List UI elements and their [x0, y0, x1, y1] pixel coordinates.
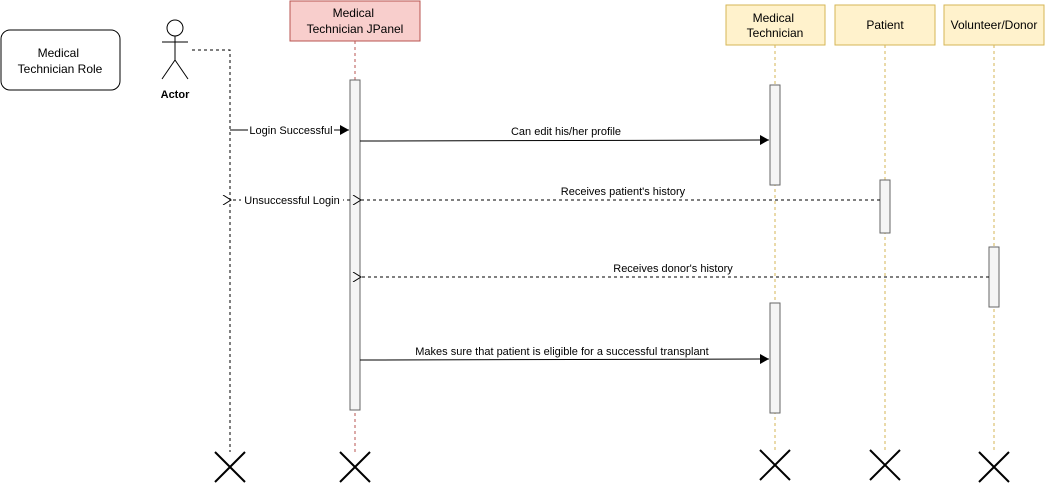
message-donor-history[interactable]: Receives donor's history	[361, 263, 989, 277]
message-patient-history[interactable]: Receives patient's history	[361, 186, 880, 200]
message-patient-history-label: Receives patient's history	[561, 186, 686, 198]
tech-activation-bar-1	[769, 84, 781, 186]
participant-donor[interactable]: Volunteer/Donor	[943, 4, 1045, 46]
role-note-label: Medical Technician Role	[18, 46, 103, 76]
message-login-successful-label: Login Successful	[249, 125, 332, 137]
jpanel-activation-bar	[349, 79, 361, 411]
participant-patient-label: Patient	[866, 18, 904, 32]
role-note-box	[0, 29, 121, 91]
actor-label: Actor	[161, 89, 190, 101]
message-login-successful[interactable]: Login Successful	[230, 123, 349, 137]
message-edit-profile-label: Can edit his/her profile	[511, 126, 621, 138]
participant-tech-label: Medical Technician	[747, 11, 804, 40]
message-unsuccessful-login-label: Unsuccessful Login	[244, 195, 339, 207]
message-edit-profile[interactable]: Can edit his/her profile	[359, 126, 770, 146]
actor-lifeline	[192, 49, 231, 452]
participant-donor-box	[943, 4, 1045, 46]
donor-destroy-icon	[978, 451, 1010, 483]
message-unsuccessful-login[interactable]: Unsuccessful Login	[231, 193, 350, 207]
participant-jpanel[interactable]: Medical Technician JPanel	[289, 0, 421, 42]
participant-patient[interactable]: Patient	[834, 4, 936, 46]
actor[interactable]: Actor	[161, 19, 190, 101]
participant-tech-box	[725, 4, 826, 46]
message-donor-history-label: Receives donor's history	[613, 263, 733, 275]
tech-activation-bar-2	[769, 302, 781, 414]
jpanel-destroy-icon	[339, 451, 371, 483]
patient-activation-bar	[879, 179, 891, 234]
message-eligibility-check-label: Makes sure that patient is eligible for …	[415, 346, 708, 358]
stick-figure-icon	[161, 19, 189, 80]
patient-destroy-icon	[869, 449, 901, 481]
tech-destroy-icon	[759, 449, 791, 481]
participant-jpanel-label: Medical Technician JPanel	[307, 6, 404, 36]
participant-donor-label: Volunteer/Donor	[951, 18, 1038, 32]
donor-activation-bar	[988, 246, 1000, 308]
message-eligibility-check[interactable]: Makes sure that patient is eligible for …	[359, 346, 770, 365]
participant-medical-technician[interactable]: Medical Technician	[725, 4, 826, 46]
actor-destroy-icon	[214, 451, 246, 483]
role-note: Medical Technician Role	[0, 29, 121, 91]
participant-jpanel-box	[289, 0, 421, 42]
